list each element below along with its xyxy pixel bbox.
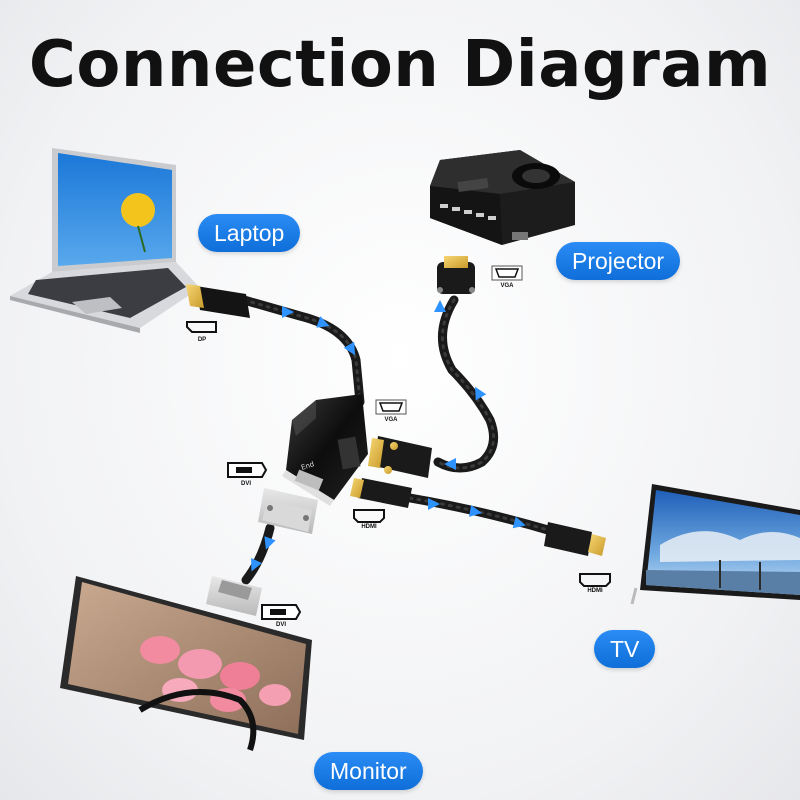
hdmi-port-icon-tv <box>579 573 611 587</box>
arrow-icon <box>343 341 355 356</box>
dvi-connector-monitor <box>206 576 262 616</box>
arrow-icon <box>251 558 262 572</box>
cables <box>239 295 553 585</box>
arrow-icon <box>469 505 482 517</box>
arrow-icon <box>444 458 456 470</box>
hdmi-connector-adapter <box>350 478 412 508</box>
arrow-icon <box>475 386 487 401</box>
vga-port-icon-projector <box>491 265 523 281</box>
vga-connector-projector <box>437 256 475 294</box>
diagram-title: Connection Diagram <box>28 28 772 102</box>
laptop-device <box>10 148 200 333</box>
projector-label: Projector <box>556 242 681 280</box>
flow-arrows <box>251 300 526 572</box>
arrow-icon <box>282 306 294 318</box>
arrow-icon <box>316 316 330 328</box>
vga-adapter-port-label: VGA <box>384 417 398 423</box>
dvi-port-icon-monitor <box>261 604 302 620</box>
tv-label: TV <box>594 630 656 668</box>
arrow-icon <box>264 536 276 550</box>
dvi-port-icon-adapter <box>227 462 268 478</box>
monitor-device <box>60 576 312 751</box>
dvi-connector-adapter <box>258 488 318 534</box>
monitor-label: Monitor <box>314 752 423 790</box>
laptop-label: Laptop <box>198 214 301 252</box>
hdmi-tv-port-label: HDMI <box>587 588 603 594</box>
hdmi-connector-tv <box>544 522 606 556</box>
arrow-icon <box>512 516 526 529</box>
vga-connector-adapter <box>368 436 432 478</box>
tv-device <box>630 484 800 605</box>
dp-connector <box>186 284 250 318</box>
projector-device <box>430 150 575 245</box>
dp-port-icon <box>186 321 217 333</box>
arrow-icon <box>434 300 446 312</box>
hdmi-adapter-port-label: HDMI <box>361 524 377 530</box>
arrow-icon <box>428 498 440 510</box>
dp-port-label: DP <box>197 337 207 343</box>
dvi-monitor-port-label: DVI <box>275 622 286 628</box>
adapter-hub: End <box>282 394 368 506</box>
vga-port-icon-adapter <box>375 399 407 415</box>
vga-projector-port-label: VGA <box>500 283 514 289</box>
adapter-brand: End <box>300 460 315 472</box>
dvi-adapter-port-label: DVI <box>240 481 251 487</box>
flower-icon <box>121 193 155 227</box>
hdmi-port-icon-adapter <box>353 509 385 523</box>
